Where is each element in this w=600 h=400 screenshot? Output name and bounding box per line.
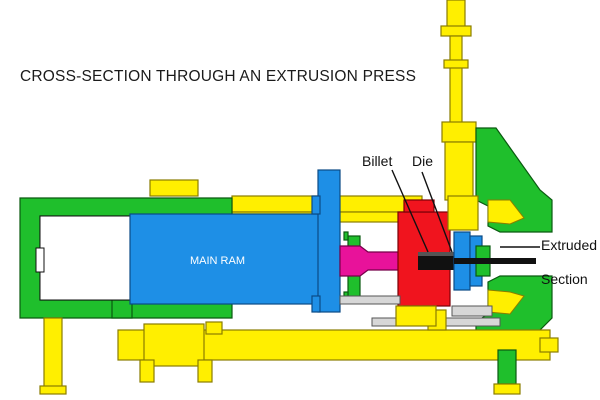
lower-bed [117,305,559,383]
main-ram-label: MAIN RAM [190,255,245,267]
cylinder-port [35,247,45,273]
extruded-label-line1: Extruded [541,237,597,253]
extruded-profile [454,258,536,264]
billet-container [397,199,454,317]
die-assembly [453,231,536,291]
cylinder-cavity [39,215,131,301]
die-label: Die [412,153,433,169]
main-ram: MAIN RAM [129,169,341,313]
billet-label: Billet [362,153,392,169]
diagram-title: CROSS-SECTION THROUGH AN EXTRUSION PRESS [20,68,416,85]
upper-crosshead [447,195,479,231]
top-column [440,0,477,201]
extruded-label-line2: Section [541,271,588,287]
support-legs [39,317,521,395]
billet [418,252,454,270]
main-cylinder-frame [19,197,233,319]
leader-lines [391,169,540,253]
